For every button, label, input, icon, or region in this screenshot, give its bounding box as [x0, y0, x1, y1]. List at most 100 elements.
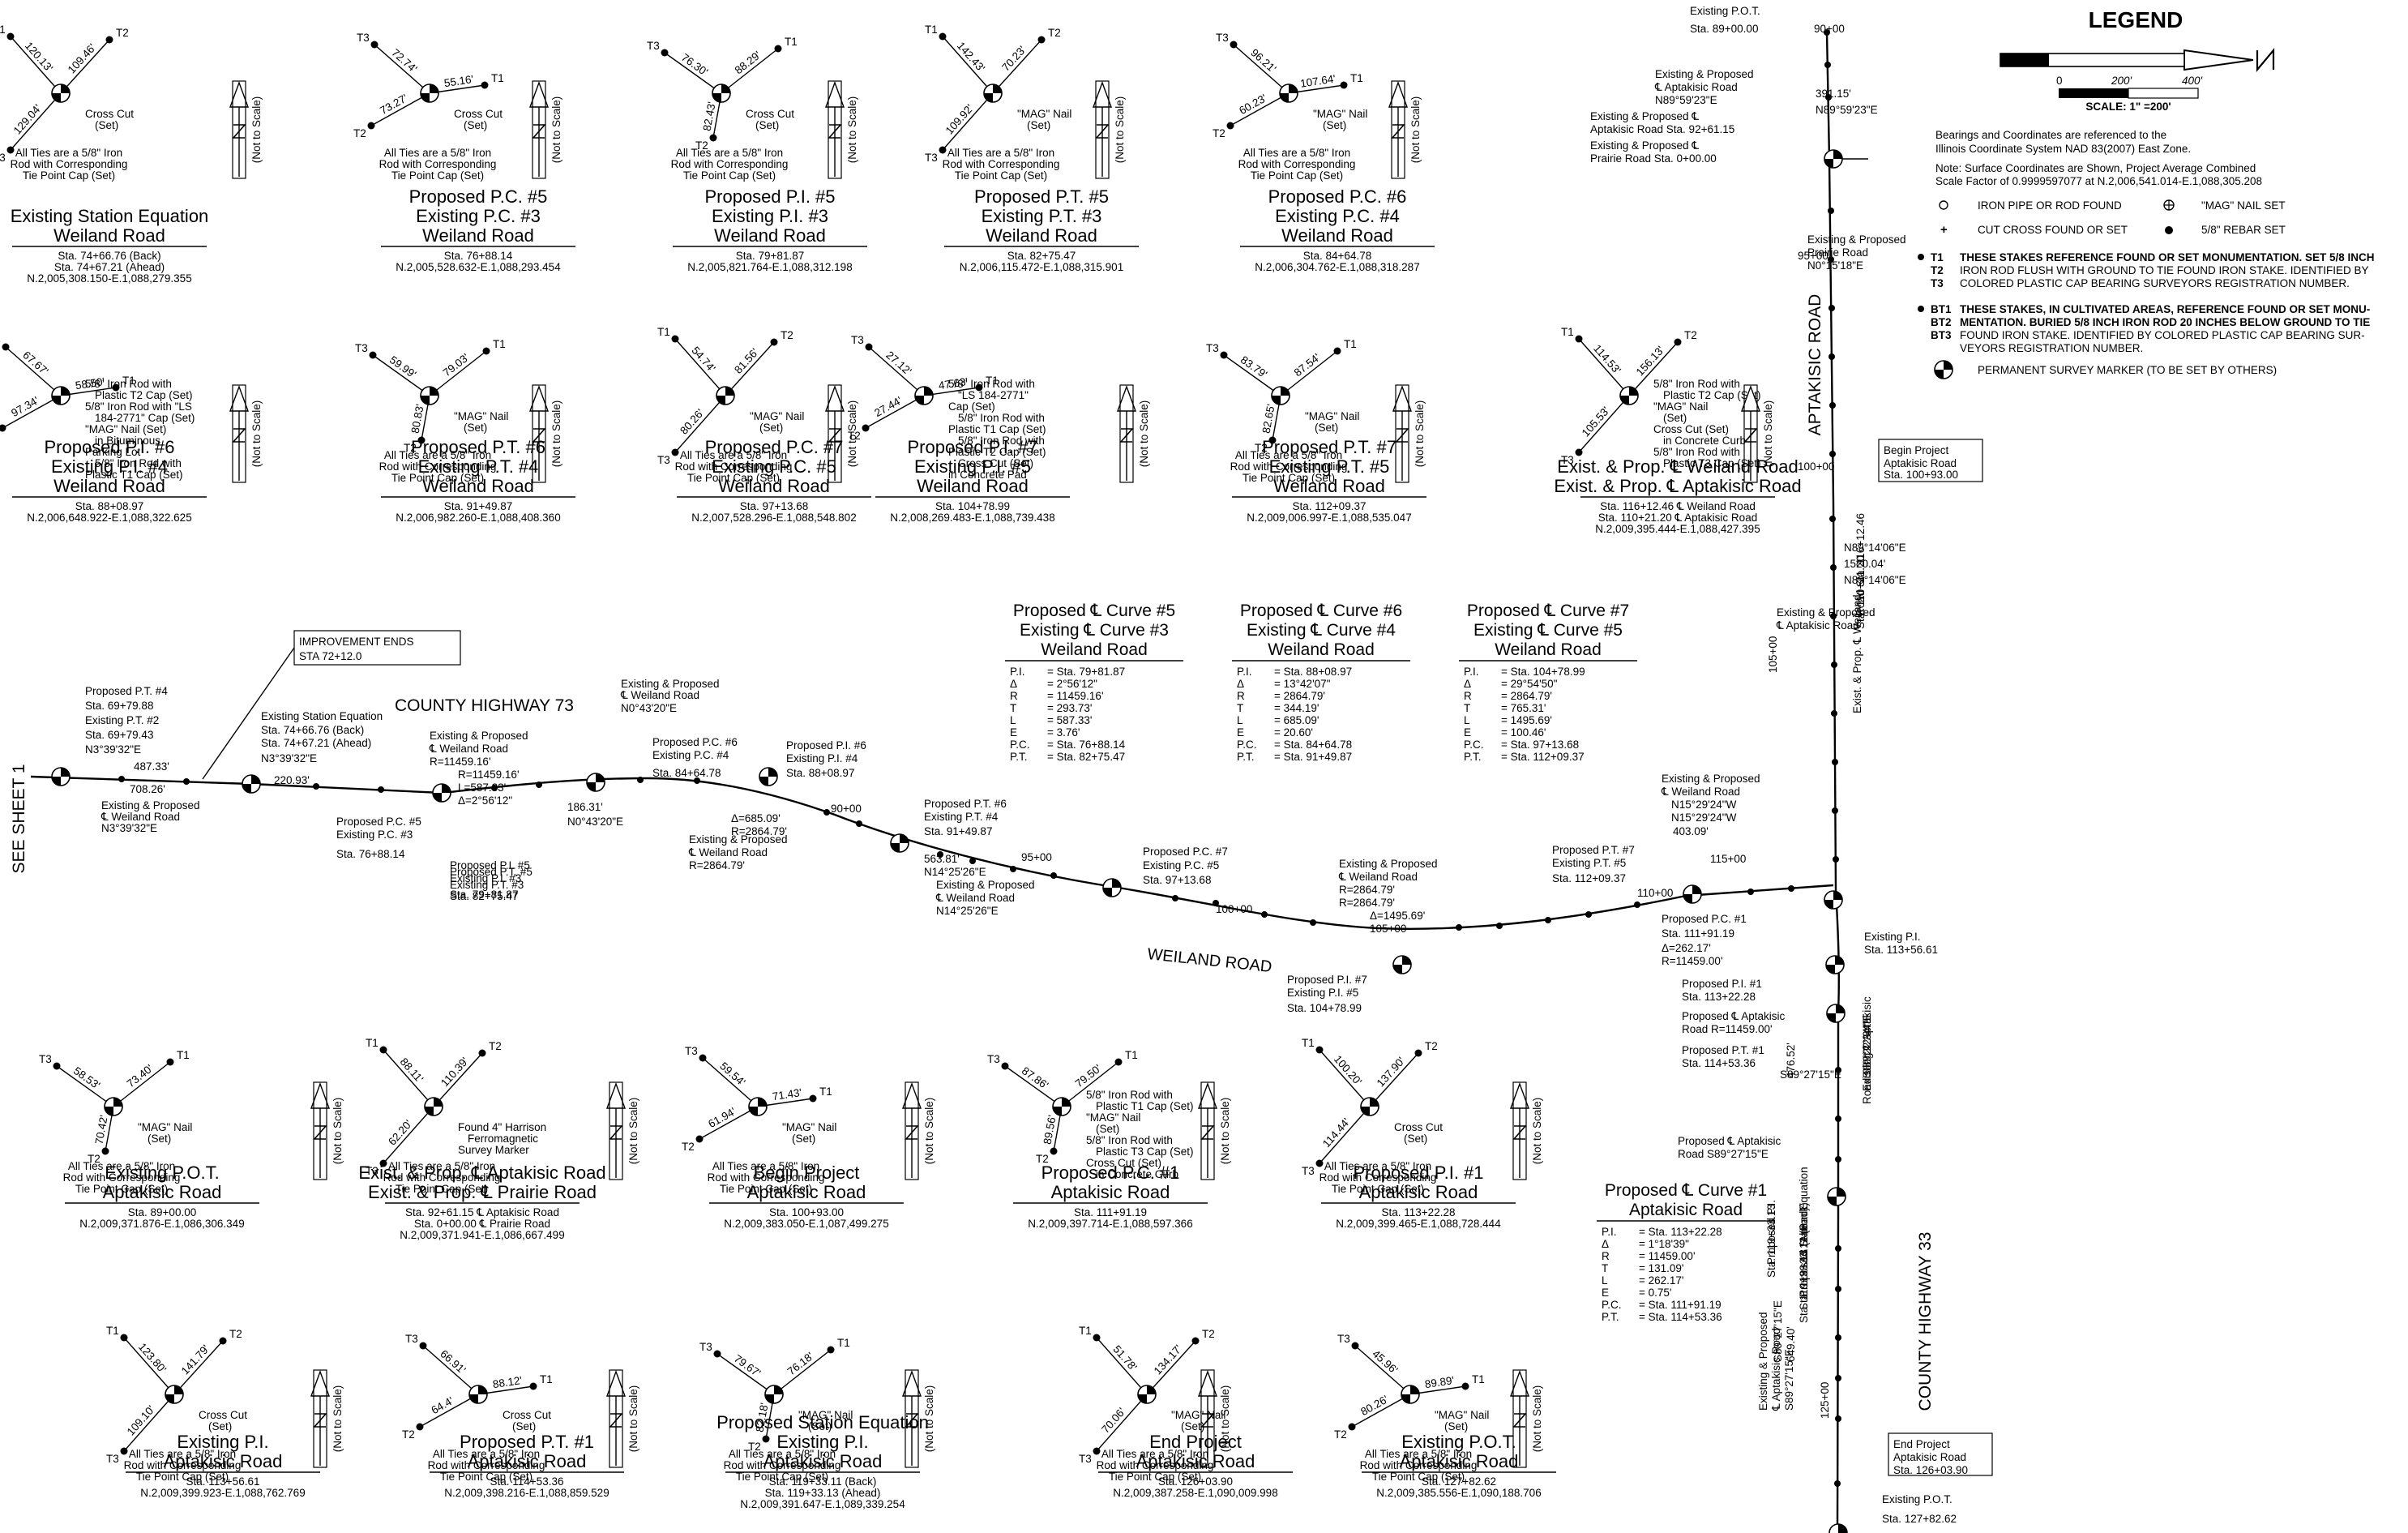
not-to-scale: (Not to Scale): [550, 400, 562, 468]
all-ties-text: Rod with Corresponding: [124, 1459, 242, 1471]
stake-code: T3: [0, 152, 6, 164]
curve-value: = 100.46': [1501, 726, 1546, 739]
tie-note: 5/8" Iron Rod with: [85, 378, 172, 390]
curve-param: L: [1602, 1274, 1608, 1287]
survey-marker-icon: [51, 84, 71, 103]
tie-note: 5/8" Iron Rod with: [95, 457, 182, 469]
tie-note: Cross Cut (Set): [1653, 423, 1729, 435]
plan-label: Existing P.I.: [1864, 931, 1921, 943]
stake-code: T1: [122, 375, 135, 387]
plan-label: Existing & Proposed ℄: [1590, 139, 1699, 152]
legend-note-2: Illinois Coordinate System NAD 83(2007) …: [1935, 143, 2191, 155]
station-dot: [1829, 402, 1836, 409]
plan-label: N89°59'23"E: [1816, 104, 1878, 116]
plan-label: Δ=2°56'12": [458, 794, 512, 807]
survey-marker-icon: [51, 767, 71, 786]
tie-station: N.2,009,371.876-E.1,086,306.349: [79, 1218, 244, 1230]
curve-value: = 765.31': [1501, 702, 1546, 714]
stake-code: T3: [987, 1053, 1000, 1065]
plan-label: Sta. 119+33.11 (Back): [1798, 1202, 1810, 1310]
tie-note: Cross Cut: [85, 108, 134, 120]
tie-title: End Project: [1149, 1432, 1242, 1452]
not-to-scale: (Not to Scale): [1531, 1385, 1543, 1453]
station-dot: [1835, 1067, 1841, 1073]
curve-value: = 2864.79': [1501, 690, 1552, 702]
station-dot: [313, 783, 319, 790]
north-arrow-icon: [606, 1081, 626, 1180]
tie-note: Survey Marker: [458, 1144, 529, 1156]
tie-note: 5/8" Iron Rod with: [1653, 378, 1740, 390]
plan-label: L=587.33': [458, 781, 506, 794]
station-dot: [1788, 885, 1794, 892]
plan-label: Proposed P.C. #6: [652, 736, 738, 748]
plan-label: N0°15'18"E: [1807, 259, 1863, 272]
tie-note: Cross Cut: [1394, 1121, 1443, 1133]
tie-stake: [370, 41, 379, 49]
station-dot: [1261, 911, 1268, 918]
curve-value: = 20.60': [1274, 726, 1313, 739]
curve-value: = 29°54'50": [1501, 678, 1558, 690]
all-ties-text: All Ties are a 5/8" Iron: [729, 1448, 836, 1460]
tie-stake: [975, 383, 983, 392]
tie-line: [123, 1394, 175, 1452]
survey-marker-icon: [165, 1385, 184, 1404]
survey-marker-icon: [104, 1097, 123, 1116]
plan-label: Aptakisic Road: [1884, 457, 1957, 469]
tie-title: Weiland Road: [422, 476, 534, 496]
north-arrow-icon: [825, 384, 845, 483]
tie-distance: 80.83': [409, 403, 426, 434]
all-ties-text: Rod with Corresponding: [708, 1171, 825, 1184]
tie-note: "LS 184-2771": [958, 389, 1029, 401]
curve-param: R: [1010, 690, 1018, 702]
all-ties-text: Tie Point Cap (Set): [23, 169, 115, 182]
curve-param: Δ: [1464, 678, 1471, 690]
tie-line: [702, 1057, 759, 1107]
legend-marker: PERMANENT SURVEY MARKER (TO BE SET BY OT…: [1978, 364, 2277, 376]
plan-label: Sta. 113+22.28: [1682, 991, 1756, 1003]
station-dot: [183, 778, 190, 785]
tie-line: [699, 1106, 759, 1140]
tie-note: Ferromagnetic: [468, 1133, 538, 1145]
tie-stake: [1191, 1337, 1200, 1345]
tie-title: Proposed P.C. #6: [1268, 186, 1407, 207]
tie-stake: [367, 122, 375, 130]
all-ties-text: Tie Point Cap (Set): [75, 1183, 168, 1195]
tie-note: (Set): [1181, 1420, 1204, 1432]
plan-label: Existing P.I. #4: [786, 752, 858, 764]
all-ties-text: All Ties are a 5/8" Iron: [680, 449, 787, 461]
tie-stake: [865, 343, 873, 351]
plan-label: 220.93': [274, 774, 310, 786]
curve-param: T: [1010, 702, 1016, 714]
tie-note: in Bituminous: [95, 435, 160, 447]
station-dot: [1050, 872, 1057, 879]
curve-param: P.C.: [1010, 739, 1030, 751]
tie-line: [56, 1065, 114, 1107]
tie-line: [1223, 354, 1281, 396]
tie-stake: [6, 32, 15, 41]
curve-value: = 2864.79': [1274, 690, 1325, 702]
plan-label: Sta. 97+13.68: [1143, 874, 1211, 886]
legend-note-3: Note: Surface Coordinates are Shown, Pro…: [1935, 162, 2256, 174]
plan-label: ℄ Aptakisic Road: [1776, 619, 1859, 632]
tie-line: [868, 346, 925, 396]
tie-title: Proposed P.I. #5: [704, 186, 835, 207]
tie-stake: [379, 1046, 387, 1054]
tie-note: "MAG" Nail: [454, 410, 508, 422]
station-dot: [637, 777, 644, 783]
tie-line: [372, 354, 430, 396]
plan-label: Existing & Proposed: [1339, 858, 1438, 870]
tie-stake: [101, 1147, 109, 1155]
plan-label: N3°39'32"E: [85, 743, 141, 756]
all-ties-text: Tie Point Cap (Set): [391, 472, 484, 484]
tie-note: Plastic T2 Cap (Set): [1663, 389, 1761, 401]
plan-view: SEE SHEET 1 IMPROVEMENT ENDS STA 72+12.0…: [10, 5, 1993, 1533]
all-ties-text: Rod with Corresponding: [1360, 1459, 1478, 1471]
survey-marker-icon: [420, 84, 439, 103]
tie-station: Sta. 113+22.28: [1382, 1206, 1456, 1218]
stake-code: T2: [1425, 1040, 1438, 1052]
survey-marker-icon: [1279, 84, 1298, 103]
tie-station: Sta. 127+82.62: [1422, 1475, 1496, 1488]
station-dot: [1213, 900, 1219, 906]
